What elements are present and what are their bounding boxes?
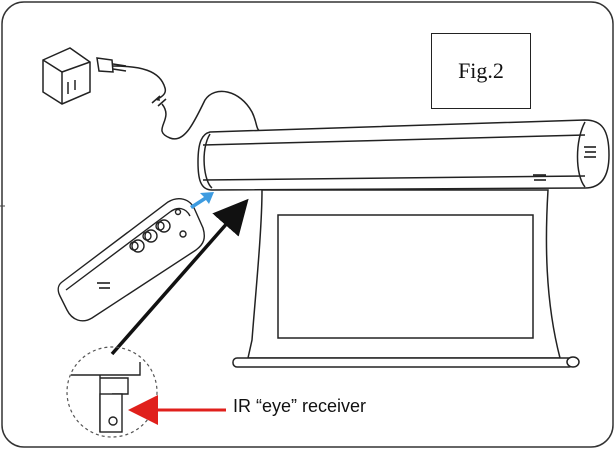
ir-signal-icon [190, 192, 214, 209]
projector-screen-icon [197, 119, 610, 368]
pointer-arrow [110, 198, 249, 356]
figure-label: Fig.2 [431, 33, 531, 109]
ir-receiver-icon [66, 346, 158, 438]
remote-control-icon [57, 198, 205, 322]
ir-receiver-callout: IR “eye” receiver [233, 396, 367, 416]
power-adapter-icon [42, 47, 263, 140]
